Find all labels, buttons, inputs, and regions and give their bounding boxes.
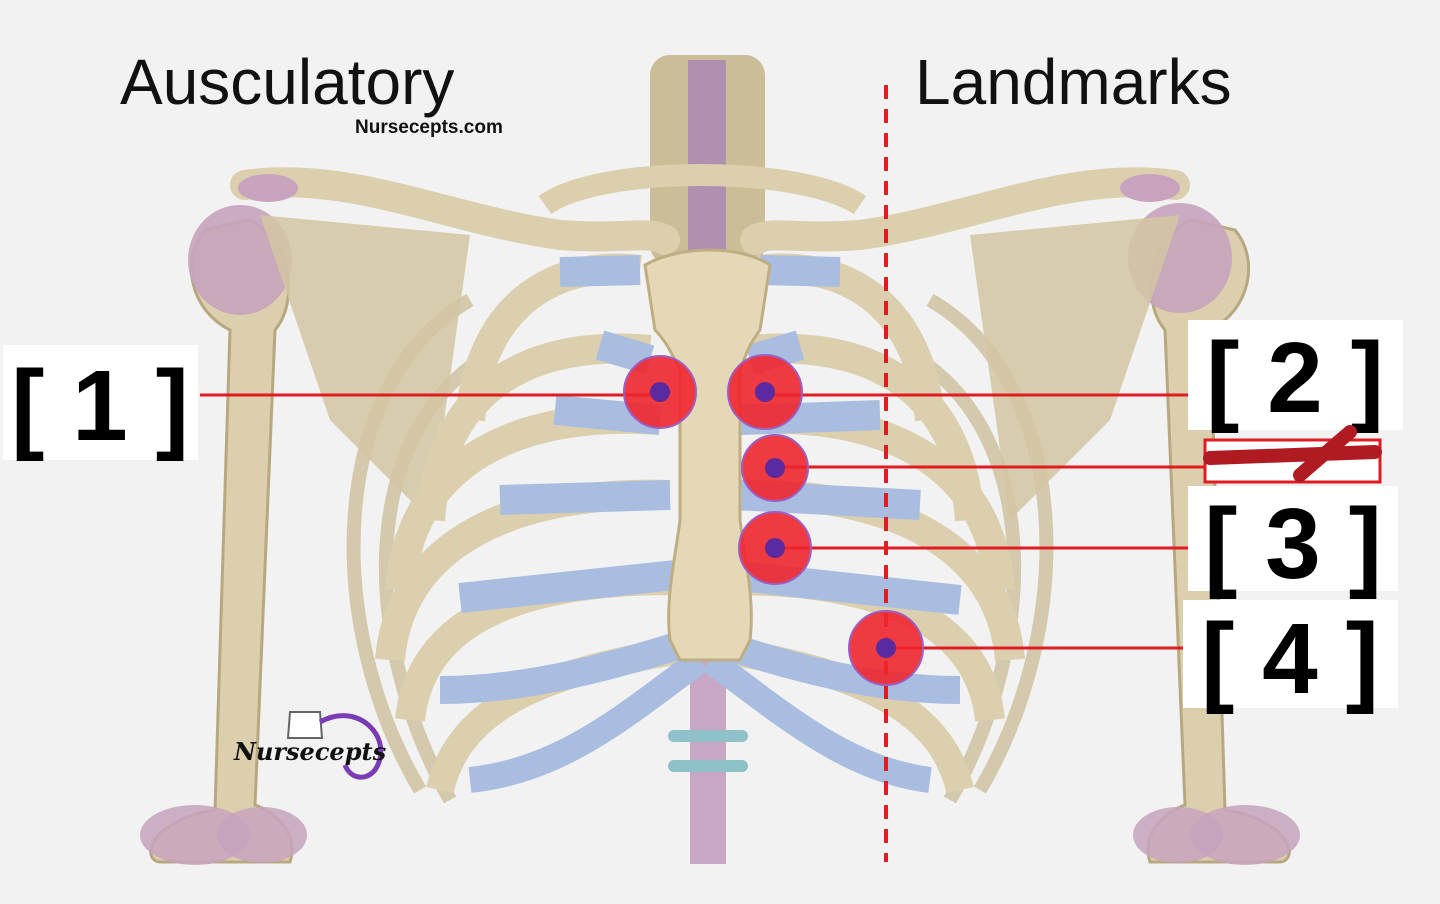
- covered-label: [1203, 425, 1382, 484]
- title-left: Ausculatory: [120, 46, 454, 118]
- marker-aortic: [623, 355, 697, 429]
- logo-text: Nursecepts: [233, 737, 387, 766]
- label-box-3: [ 3 ]: [1188, 486, 1398, 600]
- title-right: Landmarks: [915, 46, 1232, 118]
- skeleton-illustration: [140, 55, 1300, 865]
- sternum: [643, 248, 772, 662]
- label-1: [ 1 ]: [11, 350, 189, 462]
- auscultation-markers: [623, 354, 924, 686]
- watermark-url: Nursecepts.com: [355, 117, 503, 138]
- nursecepts-logo: Nursecepts: [233, 711, 387, 780]
- label-box-4: [ 4 ]: [1183, 600, 1398, 715]
- marker-pulmonic: [727, 354, 803, 430]
- ribs-left: [375, 253, 708, 794]
- right-scapula: [970, 215, 1180, 520]
- label-3: [ 3 ]: [1204, 488, 1382, 600]
- left-scapula: [260, 215, 470, 520]
- leader-lines: [200, 393, 1205, 650]
- marker-tricuspid: [738, 511, 812, 585]
- label-4: [ 4 ]: [1201, 603, 1379, 715]
- stethoscope-tube-icon: [318, 713, 384, 780]
- label-box-1: [ 1 ]: [3, 345, 198, 462]
- right-clavicle: [740, 167, 1190, 255]
- marker-mitral: [848, 610, 924, 686]
- label-box-2: [ 2 ]: [1188, 320, 1403, 434]
- marker-erbs-point: [741, 434, 809, 502]
- stethoscope-chestpiece-icon: [286, 711, 324, 739]
- scribble-mark: [1203, 425, 1382, 482]
- left-clavicle: [230, 167, 680, 255]
- label-2: [ 2 ]: [1206, 322, 1384, 434]
